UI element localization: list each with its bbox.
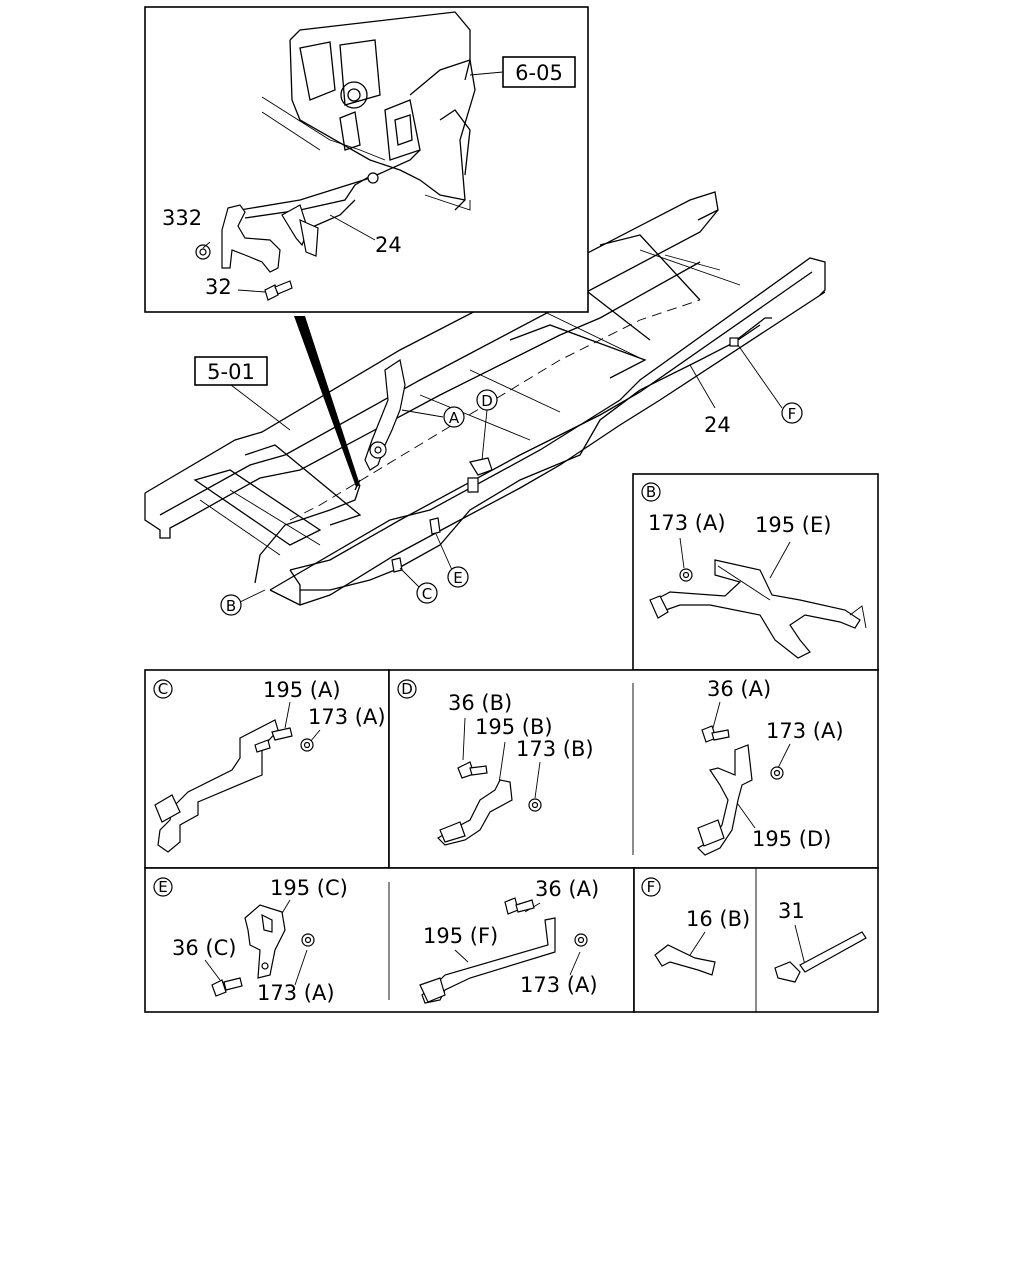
part-195d-label: 195 (D)	[752, 827, 831, 851]
callout-a: A	[401, 406, 465, 428]
detail-pointer-arrow	[294, 316, 360, 487]
callout-c-letter: C	[422, 585, 432, 603]
panel-c-tag: C	[158, 680, 168, 698]
part-195c-label: 195 (C)	[270, 876, 348, 900]
part-24-inset-label: 24	[375, 233, 402, 257]
panel-e: E 195 (C) 36 (C) 173 (A) 36 (A) 195 (F) …	[144, 867, 635, 1013]
panel-d-tag: D	[401, 680, 413, 698]
part-195b-label: 195 (B)	[475, 715, 553, 739]
part-36a-label: 36 (A)	[707, 677, 771, 701]
callout-e: E	[435, 533, 469, 588]
panel-b-tag: B	[646, 483, 656, 501]
part-173a-d-label: 173 (A)	[766, 719, 844, 743]
part-32-label: 32	[205, 275, 232, 299]
callout-b-letter: B	[226, 597, 236, 615]
callout-a-letter: A	[449, 409, 460, 427]
callout-f: F	[737, 344, 803, 424]
part-173b-label: 173 (B)	[516, 737, 594, 761]
callout-d-letter: D	[481, 392, 493, 410]
top-inset	[144, 6, 589, 313]
ref-6-05: 6-05	[502, 56, 576, 88]
part-195e-label: 195 (E)	[755, 513, 831, 537]
ref-6-05-label: 6-05	[515, 61, 563, 85]
callout-d: D	[476, 389, 498, 461]
part-36a-e-label: 36 (A)	[535, 877, 599, 901]
panel-b: B 173 (A) 195 (E)	[632, 473, 879, 671]
callout-c: C	[399, 567, 438, 604]
part-195a-label: 195 (A)	[263, 678, 341, 702]
part-173a-e-right-label: 173 (A)	[520, 973, 598, 997]
ref-5-01-label: 5-01	[207, 360, 255, 384]
part-173a-label: 173 (A)	[648, 511, 726, 535]
part-195f-label: 195 (F)	[423, 924, 498, 948]
callout-f-letter: F	[788, 405, 797, 423]
part-36b-label: 36 (B)	[448, 691, 512, 715]
part-173a-c-label: 173 (A)	[308, 705, 386, 729]
panel-f: F 16 (B) 31	[633, 867, 879, 1013]
part-16b-label: 16 (B)	[686, 907, 750, 931]
panel-e-tag: E	[158, 878, 167, 896]
panel-c: C 195 (A) 173 (A)	[144, 669, 390, 869]
part-36c-label: 36 (C)	[172, 936, 236, 960]
callout-e-letter: E	[453, 569, 462, 587]
ref-5-01: 5-01	[194, 356, 291, 431]
part-31-label: 31	[778, 899, 805, 923]
part-173a-e-left-label: 173 (A)	[257, 981, 335, 1005]
part-24-label: 24	[704, 413, 731, 437]
panel-f-tag: F	[647, 878, 656, 896]
panel-d: D 36 (B) 195 (B) 173 (B) 36 (A) 173 (A) …	[388, 669, 879, 869]
callout-b: B	[220, 589, 266, 616]
part-332-label: 332	[162, 206, 202, 230]
